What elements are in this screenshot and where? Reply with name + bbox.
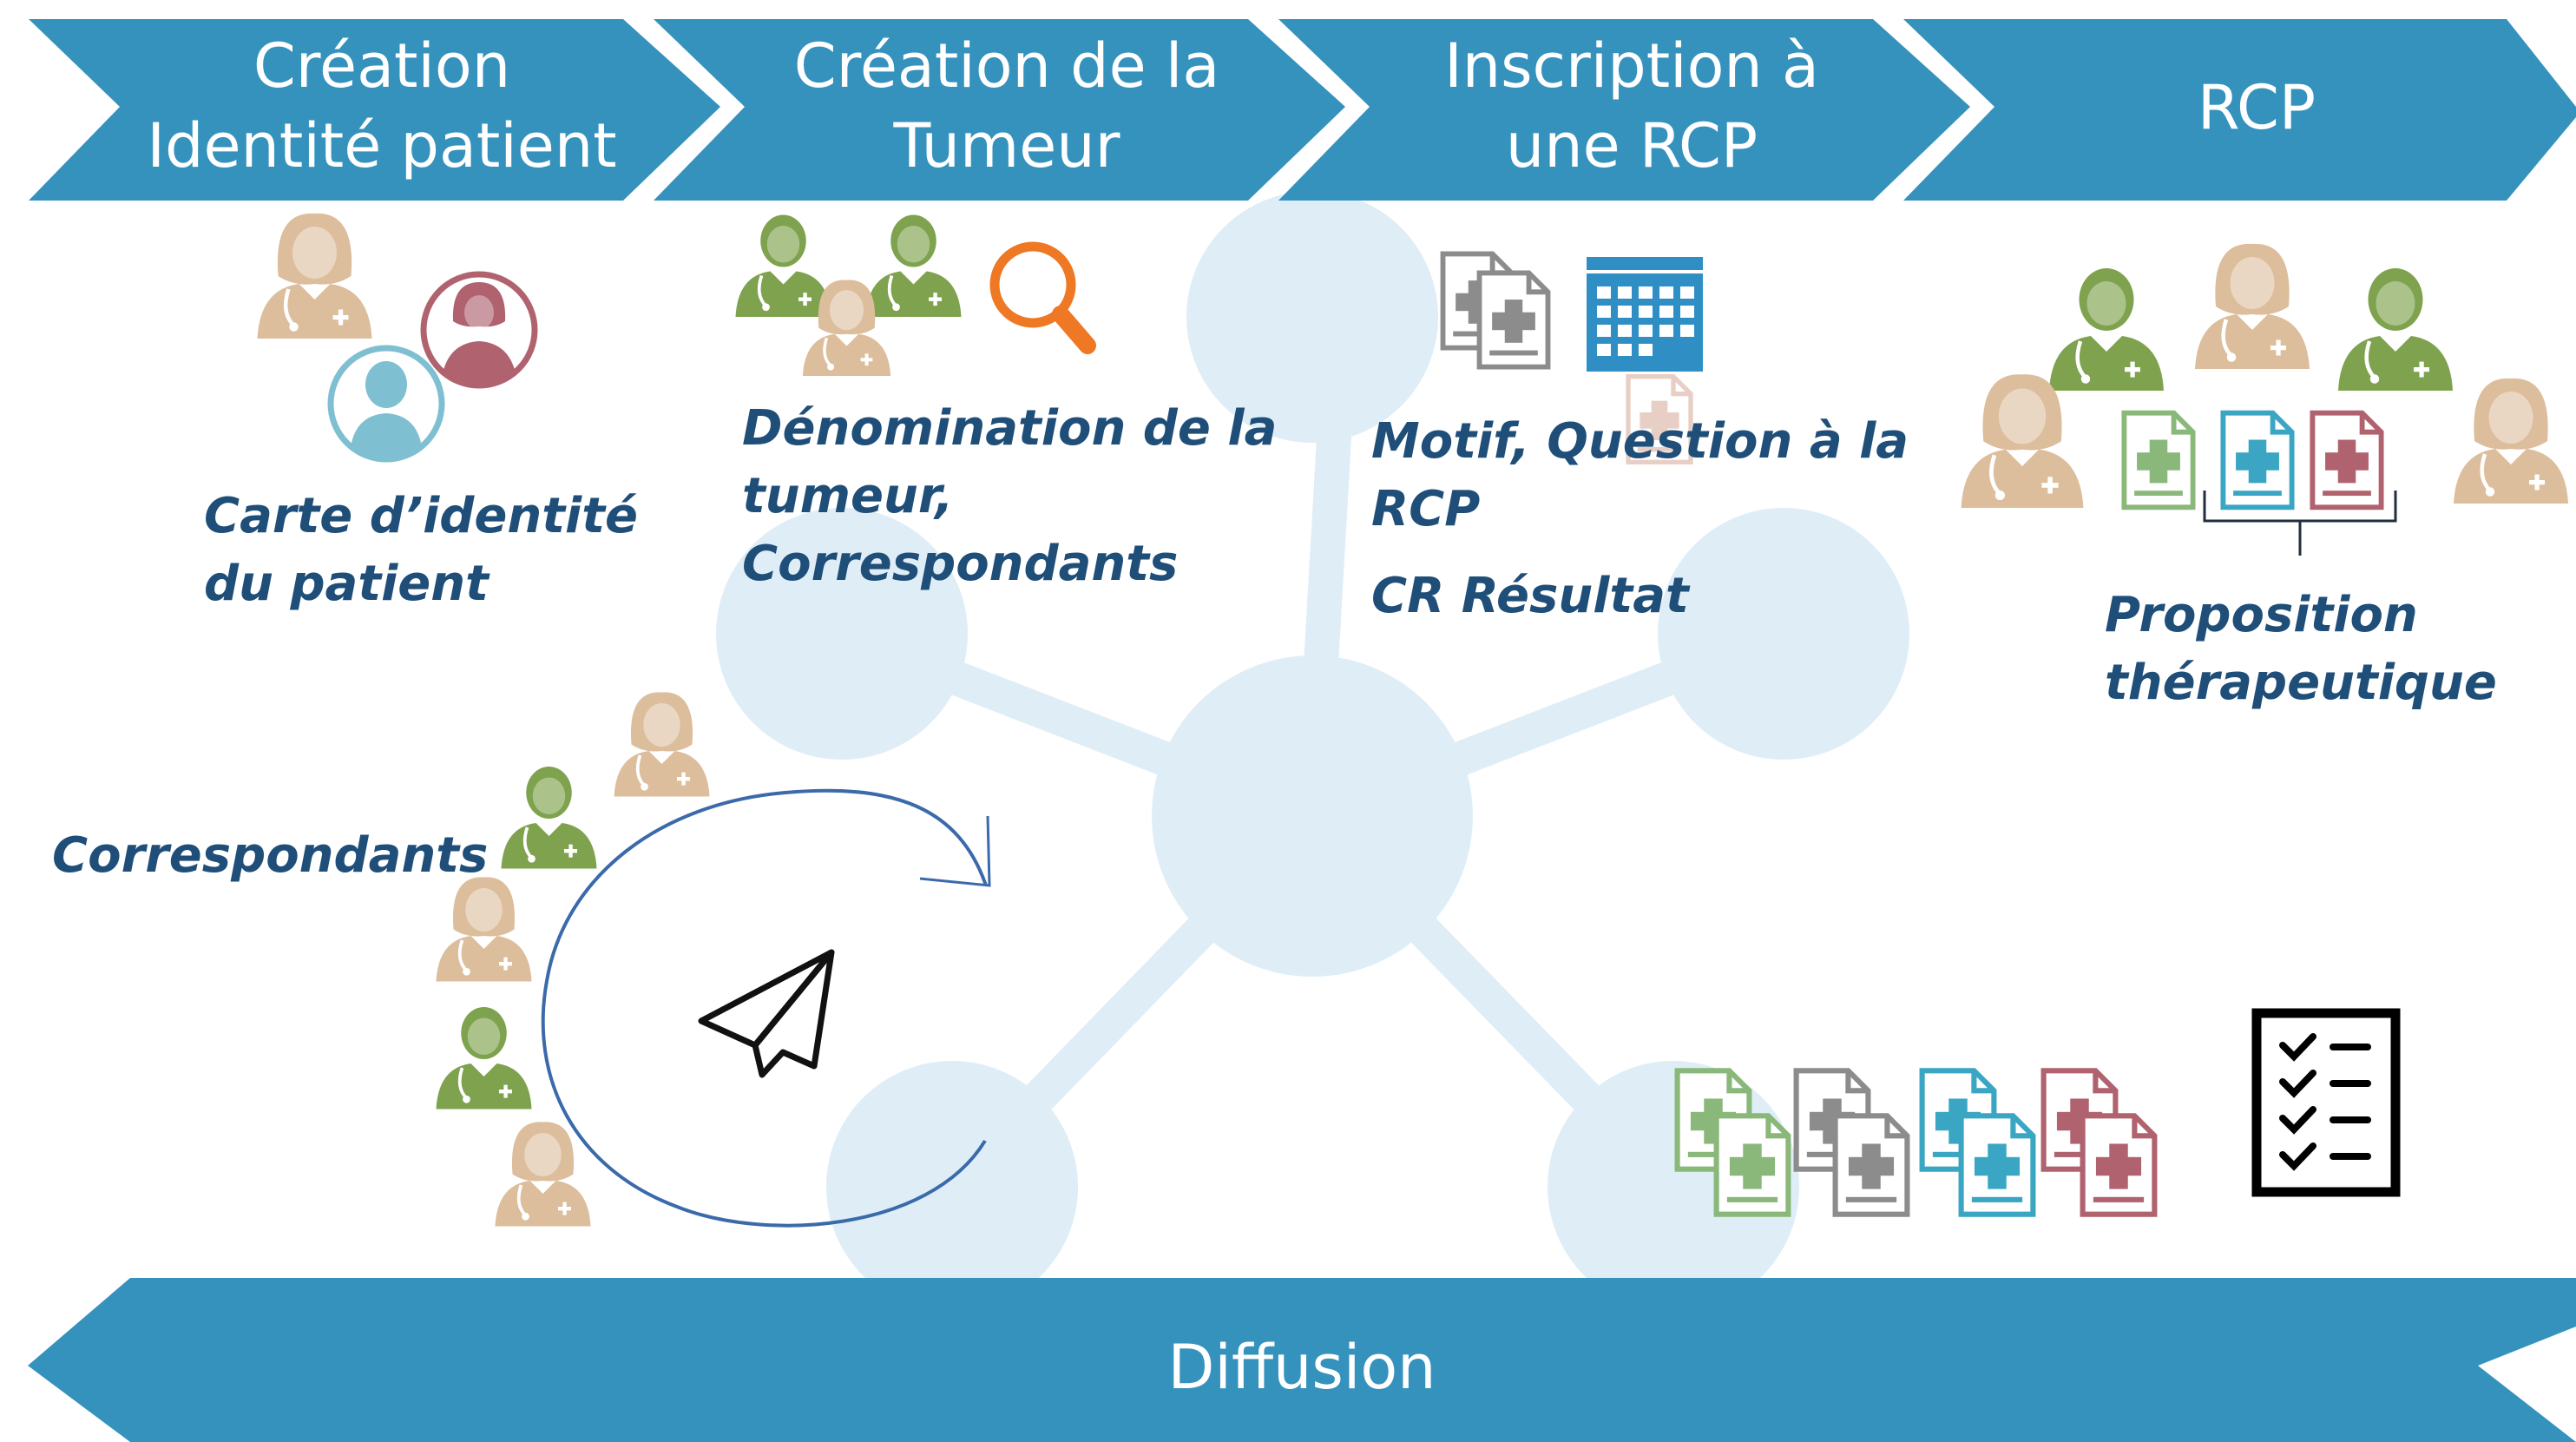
chevron-stage-4 [1903,19,2576,201]
hub-network [716,191,1909,1313]
correspondents-text: Correspondants [52,827,489,884]
doctor-female-icon [1962,374,2084,508]
doctor-male-icon [2049,268,2164,391]
patient-female-icon [420,271,538,389]
proposal-text: Proposition thérapeutique [2105,587,2497,711]
patient-card-text: Carte d’identité du patient [204,488,638,612]
tumor-text: Dénomination de la tumeur, Correspondant… [742,400,1278,592]
chevron-stage-1 [29,19,720,201]
rcp-meeting-icons [1962,244,2568,556]
doctor-male-icon [499,765,599,871]
doctor-female-icon [434,875,534,984]
diffusion-cycle [434,690,991,1228]
medical-document-icon [2312,413,2381,508]
medical-document-icon [1480,273,1548,366]
diffusion-bar [28,1278,2576,1442]
doctor-female-icon [612,690,712,799]
doctor-female-icon [2454,379,2568,504]
checklist-icon [2251,1008,2401,1197]
doctor-female-icon [493,1120,593,1228]
doctor-male-icon [733,213,833,317]
grouping-brace [2203,491,2397,556]
medical-document-icon [2223,413,2291,508]
calendar-icon [1587,257,1703,372]
cr-result-text: CR Résultat [1371,568,1689,624]
diffusion-label: Diffusion [1167,1332,1436,1403]
registration-icons [1443,254,1703,462]
stage-label-tumor: Création de la Tumeur [793,30,1220,181]
medical-document-icon [1717,1116,1789,1214]
doctor-male-icon [434,1005,534,1111]
doctor-male-icon [864,213,963,317]
tumor-icons [733,213,1096,376]
medical-document-icon [2083,1116,2155,1214]
doctor-male-icon [2338,268,2453,391]
doctor-female-icon [2195,244,2310,369]
chevron-stage-2 [654,19,1345,201]
medical-document-icon [2124,413,2192,508]
doctor-female-icon [258,214,372,339]
document-stacks [1678,1070,2155,1214]
patient-identity-icons [258,214,538,463]
medical-document-icon [1836,1116,1908,1214]
stage-label-rcp: RCP [2197,72,2316,143]
motif-question-text: Motif, Question à la RCP [1371,413,1909,537]
stage-label-patient-identity: Création Identité patient [147,30,617,181]
stage-label-rcp-registration: Inscription à une RCP [1444,30,1819,181]
patient-male-icon [327,345,445,463]
cycle-arrow-icon [541,788,988,1228]
medical-document-icon [1962,1116,2034,1214]
paper-plane-icon [698,949,835,1078]
stage-chevrons [29,19,2576,201]
chevron-stage-3 [1278,19,1970,201]
magnifier-icon [989,241,1096,354]
